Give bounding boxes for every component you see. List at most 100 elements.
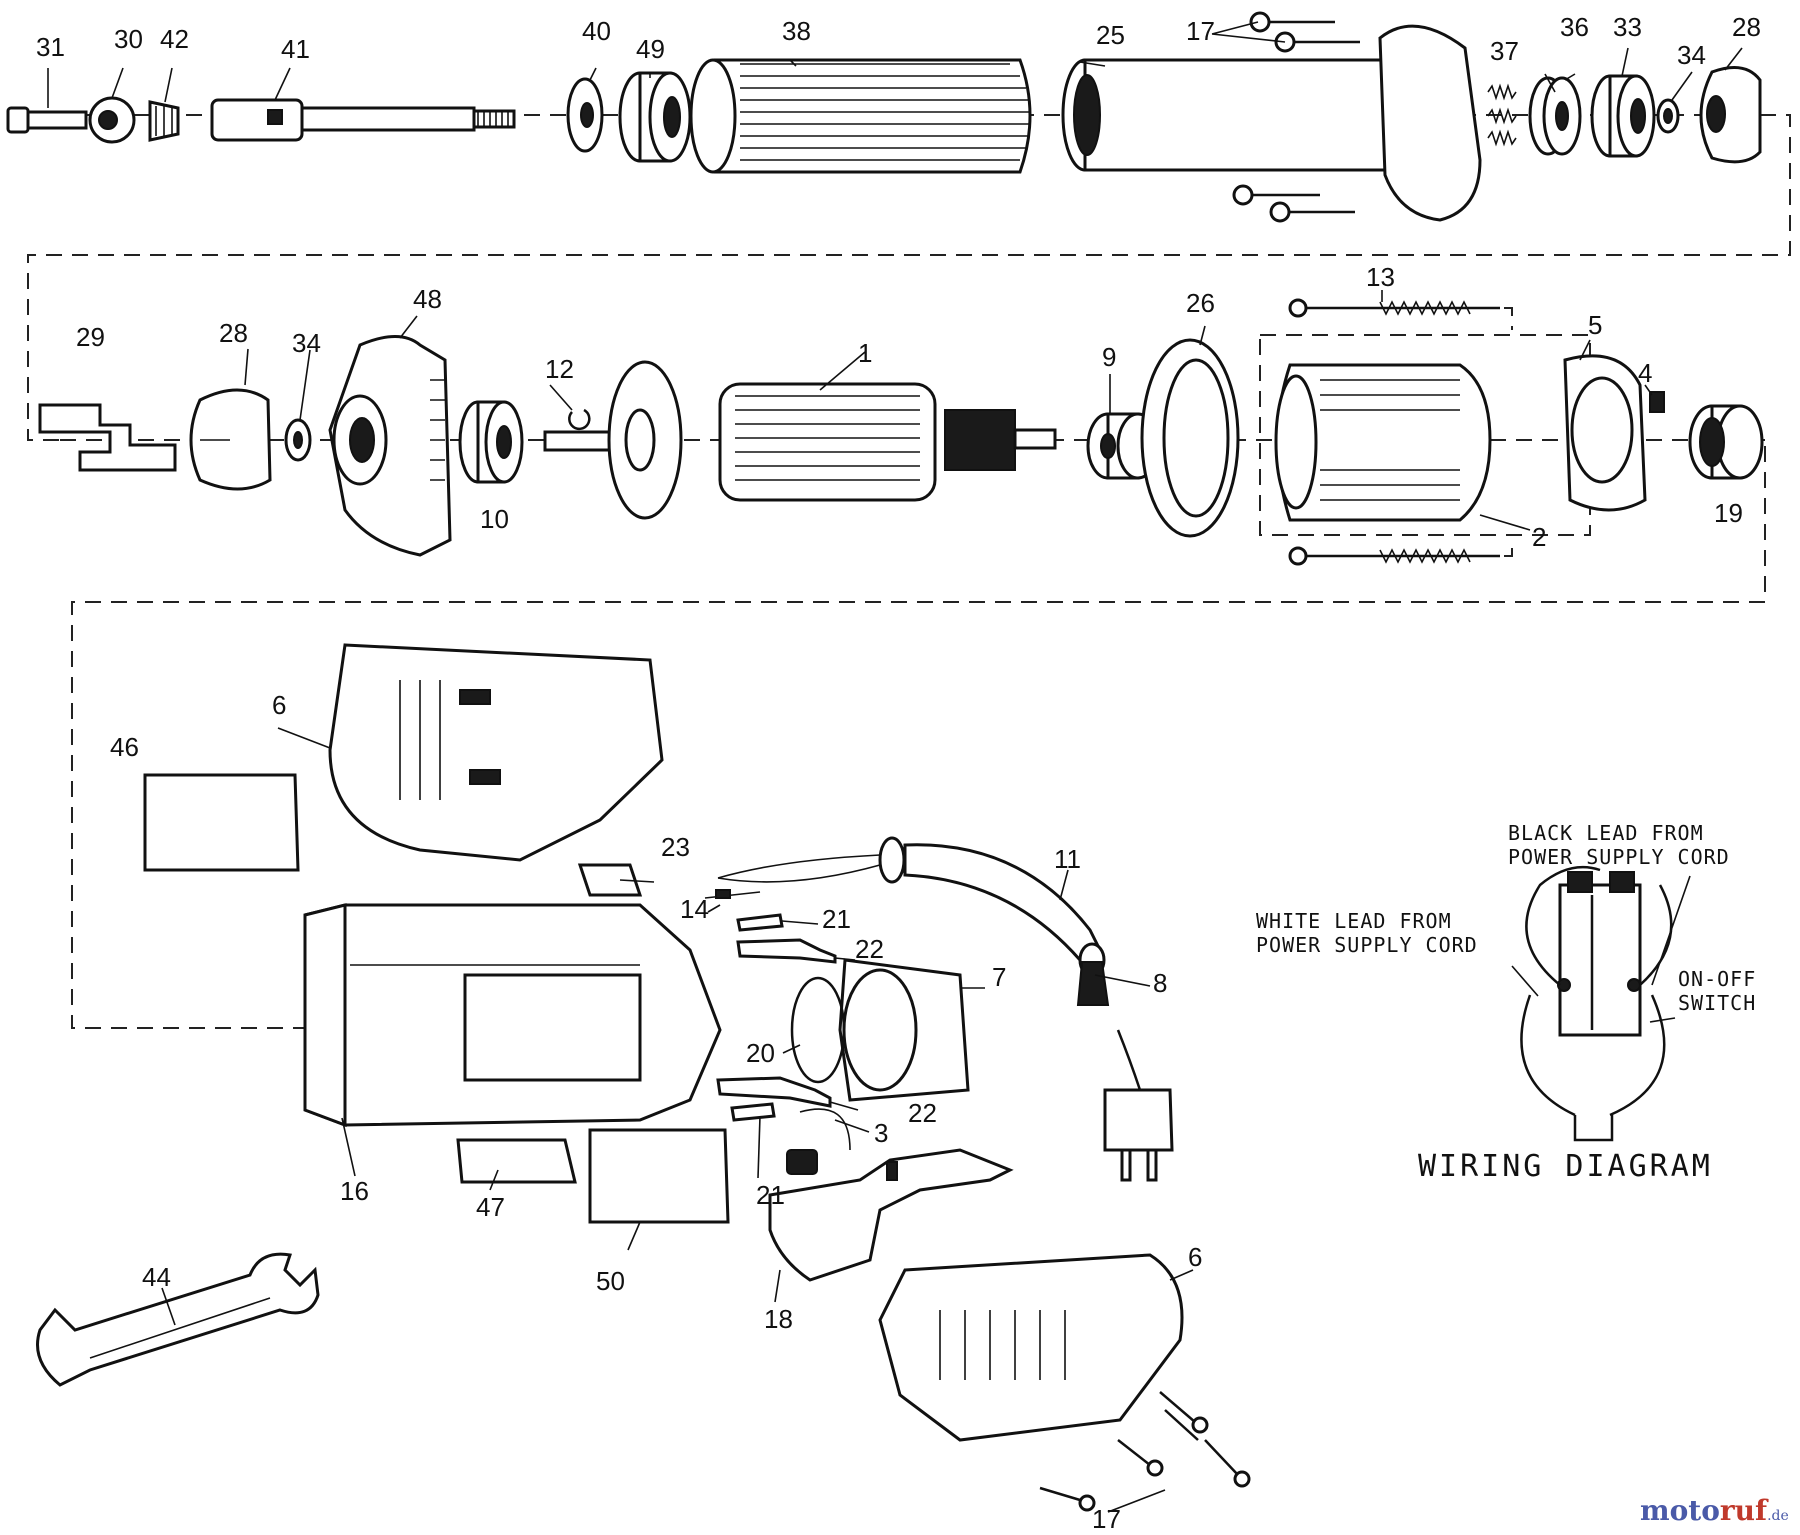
- part-6-handle-half-upper: [328, 643, 664, 862]
- part-11-cord-and-plug: [717, 836, 1174, 1182]
- part-17-screws-lower: [1039, 1391, 1251, 1512]
- part-41-spindle: [210, 98, 516, 142]
- black-lead-text-2: POWER SUPPLY CORD: [1508, 845, 1730, 869]
- part-21-terminal-lower: [730, 1102, 776, 1122]
- watermark-suffix: .de: [1767, 1508, 1789, 1524]
- label-36: 36: [1560, 12, 1589, 42]
- part-2-field-stator: [1274, 363, 1492, 522]
- part-46-label: [143, 773, 300, 872]
- label-13: 13: [1366, 262, 1395, 292]
- part-7-switch: [838, 958, 970, 1102]
- part-6-handle-half-lower: [878, 1253, 1184, 1442]
- label-42: 42: [160, 24, 189, 54]
- label-34-lower: 34: [292, 328, 321, 358]
- label-49: 49: [636, 34, 665, 64]
- label-44: 44: [142, 1262, 171, 1292]
- part-4-screw: [1649, 391, 1665, 413]
- label-22-upper: 22: [855, 934, 884, 964]
- label-50: 50: [596, 1266, 625, 1296]
- part-21-terminal-upper: [736, 913, 784, 932]
- label-41: 41: [281, 34, 310, 64]
- label-19: 19: [1714, 498, 1743, 528]
- label-9: 9: [1102, 342, 1116, 372]
- label-6-upper: 6: [272, 690, 286, 720]
- part-50-label: [588, 1128, 730, 1224]
- part-37-springs: [1487, 83, 1517, 147]
- label-4: 4: [1638, 358, 1652, 388]
- part-28-end-cap-upper: [1699, 66, 1762, 164]
- label-10: 10: [480, 504, 509, 534]
- part-40-washer: [566, 77, 604, 153]
- label-31: 31: [36, 32, 65, 62]
- label-46: 46: [110, 732, 139, 762]
- label-25: 25: [1096, 20, 1125, 50]
- switch-text-1: ON-OFF: [1678, 967, 1756, 991]
- part-13-screw-upper: [1288, 298, 1500, 318]
- label-28-upper: 28: [1732, 12, 1761, 42]
- label-14: 14: [680, 894, 709, 924]
- label-21-lower: 21: [756, 1180, 785, 1210]
- part-29-bracket: [38, 403, 177, 472]
- part-17-screws-upper: [1232, 11, 1360, 223]
- part-19-bushing: [1688, 404, 1764, 480]
- watermark: motoruf.de: [1640, 1494, 1789, 1527]
- label-8: 8: [1153, 968, 1167, 998]
- watermark-logo: motoruf.de: [1640, 1494, 1789, 1527]
- label-1: 1: [858, 338, 872, 368]
- part-number-labels: 31 30 42 41 40 49 38 25 17 37 36 33 34 2…: [36, 12, 1761, 1534]
- part-10-bearing: [458, 400, 524, 484]
- watermark-part1: moto: [1640, 1494, 1720, 1527]
- label-40: 40: [582, 16, 611, 46]
- part-44-wrench: [36, 1252, 320, 1387]
- part-34-washer-upper: [1656, 98, 1680, 134]
- part-22-connector-upper: [736, 938, 837, 964]
- label-37: 37: [1490, 36, 1519, 66]
- watermark-part2: ruf: [1720, 1494, 1769, 1527]
- label-29: 29: [76, 322, 105, 352]
- label-6-lower: 6: [1188, 1242, 1202, 1272]
- part-47-label: [456, 1138, 577, 1184]
- leader-lines: [47, 21, 1743, 1513]
- label-2: 2: [1532, 522, 1546, 552]
- label-23: 23: [661, 832, 690, 862]
- part-28-end-cap-lower: [189, 388, 272, 491]
- label-47: 47: [476, 1192, 505, 1222]
- part-12-snap-ring: [568, 408, 591, 431]
- part-18-trigger: [768, 1148, 1014, 1282]
- part-25-housing-tube: [1061, 24, 1482, 222]
- label-21-upper: 21: [822, 904, 851, 934]
- label-3: 3: [874, 1118, 888, 1148]
- part-38-sleeve: [689, 58, 1032, 174]
- label-34-upper: 34: [1677, 40, 1706, 70]
- part-13-screw-lower: [1288, 546, 1500, 566]
- part-31-bolt: [6, 106, 88, 134]
- label-17-lower: 17: [1092, 1504, 1121, 1534]
- label-18: 18: [764, 1304, 793, 1334]
- part-36-seal: [1528, 76, 1582, 156]
- part-49-bearing: [618, 71, 692, 163]
- wiring-diagram-title: WIRING DIAGRAM: [1418, 1149, 1713, 1184]
- label-33: 33: [1613, 12, 1642, 42]
- label-5: 5: [1588, 310, 1602, 340]
- label-26: 26: [1186, 288, 1215, 318]
- label-38: 38: [782, 16, 811, 46]
- white-lead-text-1: WHITE LEAD FROM: [1256, 909, 1452, 933]
- white-lead-text-2: POWER SUPPLY CORD: [1256, 933, 1478, 957]
- part-33-bearing: [1590, 74, 1656, 158]
- part-48-bearing-housing: [328, 335, 452, 557]
- part-20-o-ring: [790, 976, 846, 1084]
- label-16: 16: [340, 1176, 369, 1206]
- part-30-nut: [88, 96, 136, 144]
- part-42-collet: [148, 100, 180, 142]
- label-48: 48: [413, 284, 442, 314]
- part-34-washer-lower: [284, 418, 312, 462]
- label-30: 30: [114, 24, 143, 54]
- dashed-connectors: [27, 114, 1791, 1029]
- part-26-baffle: [1140, 338, 1240, 538]
- label-20: 20: [746, 1038, 775, 1068]
- part-3-brush: [786, 1108, 851, 1175]
- wiring-diagram: BLACK LEAD FROM POWER SUPPLY CORD WHITE …: [1256, 821, 1756, 1184]
- part-23-switch-clip: [577, 863, 643, 897]
